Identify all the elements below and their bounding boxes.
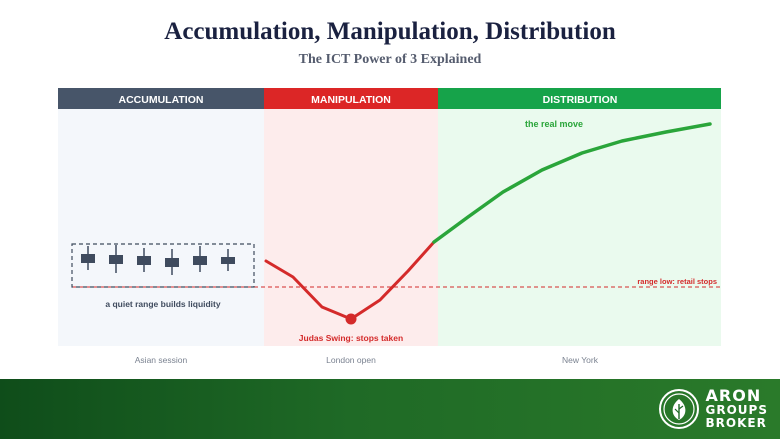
manipulation-zone (264, 109, 438, 346)
candle (137, 248, 151, 272)
brand-name-line2: GROUPS (705, 403, 768, 417)
distribution-header (438, 88, 721, 109)
brand-logo-block: ARON GROUPS BROKER (658, 387, 768, 430)
candle (165, 249, 179, 275)
footer-band: ARON GROUPS BROKER (0, 379, 780, 439)
candle (221, 249, 235, 271)
range-box (71, 243, 255, 288)
judas-swing-low-marker (345, 313, 357, 325)
brand-name-line3: BROKER (705, 416, 767, 430)
candle (193, 246, 207, 272)
accumulation-zone (58, 109, 264, 346)
distribution-zone (438, 109, 721, 346)
page-subtitle: The ICT Power of 3 Explained (298, 52, 482, 67)
real-move-line (432, 122, 712, 244)
brand-name-line1: ARON (705, 386, 762, 405)
session-asian: Asian session (135, 355, 188, 365)
brand-wordmark: ARON GROUPS BROKER (706, 387, 768, 430)
session-london: London open (326, 355, 376, 365)
distribution-label: DISTRIBUTION (543, 94, 618, 106)
range-low-label: range low: retail stops (637, 277, 717, 286)
session-newyork: New York (562, 355, 599, 365)
leaf-circle-icon (658, 388, 699, 429)
real-move-annotation: the real move (525, 119, 583, 129)
range-annotation: a quiet range builds liquidity (105, 299, 221, 309)
power-of-3-diagram: ACCUMULATION MANIPULATION DISTRIBUTION r… (58, 88, 721, 365)
range-candles (81, 245, 235, 275)
page-title: Accumulation, Manipulation, Distribution (164, 18, 616, 45)
manipulation-label: MANIPULATION (311, 94, 391, 106)
accumulation-label: ACCUMULATION (119, 94, 204, 106)
candle (81, 246, 95, 270)
manipulation-header (264, 88, 438, 109)
accumulation-header (58, 88, 264, 109)
judas-swing-annotation: Judas Swing: stops taken (299, 333, 403, 343)
candle (109, 245, 123, 273)
